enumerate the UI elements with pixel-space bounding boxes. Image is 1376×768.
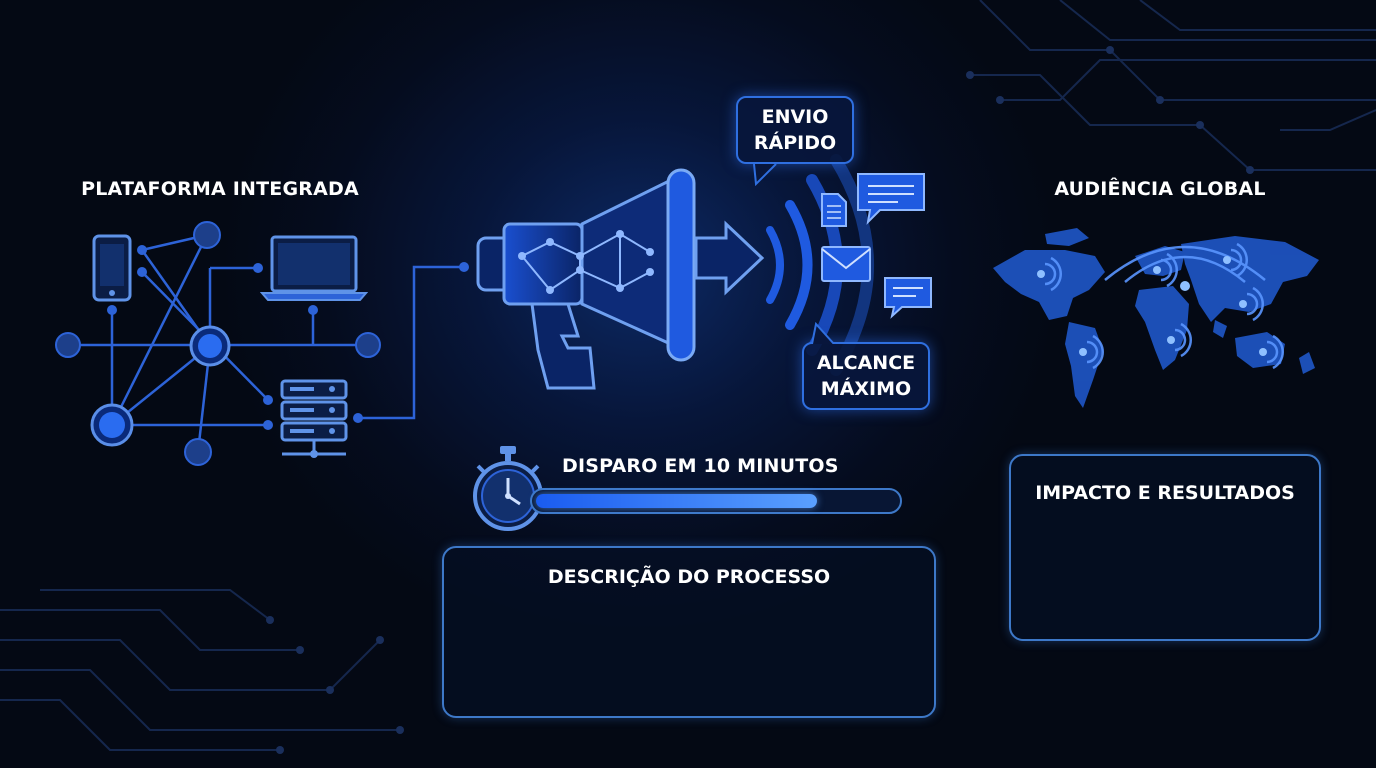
bubble-tail-top (753, 164, 777, 186)
max-reach-line1: ALCANCE (816, 352, 916, 374)
bubble-tail-bottom (811, 322, 835, 344)
process-panel: DESCRIÇÃO DO PROCESSO (442, 546, 936, 718)
chat-bubble-icon (857, 173, 925, 225)
laptop-icon (260, 235, 368, 301)
timer-label: DISPARO EM 10 MINUTOS (562, 455, 839, 477)
stopwatch-icon (473, 446, 543, 531)
smartphone-icon (92, 234, 132, 302)
fast-send-line2: RÁPIDO (753, 132, 837, 154)
fast-send-bubble: ENVIO RÁPIDO (736, 96, 854, 164)
impact-title: IMPACTO E RESULTADOS (1035, 482, 1295, 504)
process-title: DESCRIÇÃO DO PROCESSO (547, 566, 831, 588)
progress-track (530, 488, 902, 514)
audience-title: AUDIÊNCIA GLOBAL (1054, 178, 1266, 200)
progress-fill (536, 494, 817, 508)
world-map-icon (993, 228, 1319, 408)
megaphone-icon (476, 168, 765, 390)
platform-title: PLATAFORMA INTEGRADA (81, 178, 359, 200)
impact-panel: IMPACTO E RESULTADOS (1009, 454, 1321, 641)
max-reach-line2: MÁXIMO (820, 378, 912, 400)
document-icon (821, 193, 847, 227)
max-reach-bubble: ALCANCE MÁXIMO (802, 342, 930, 410)
server-icon (280, 379, 348, 458)
fast-send-line1: ENVIO (761, 106, 829, 128)
chat-bubble-icon-small (884, 277, 932, 319)
envelope-icon (821, 246, 871, 282)
